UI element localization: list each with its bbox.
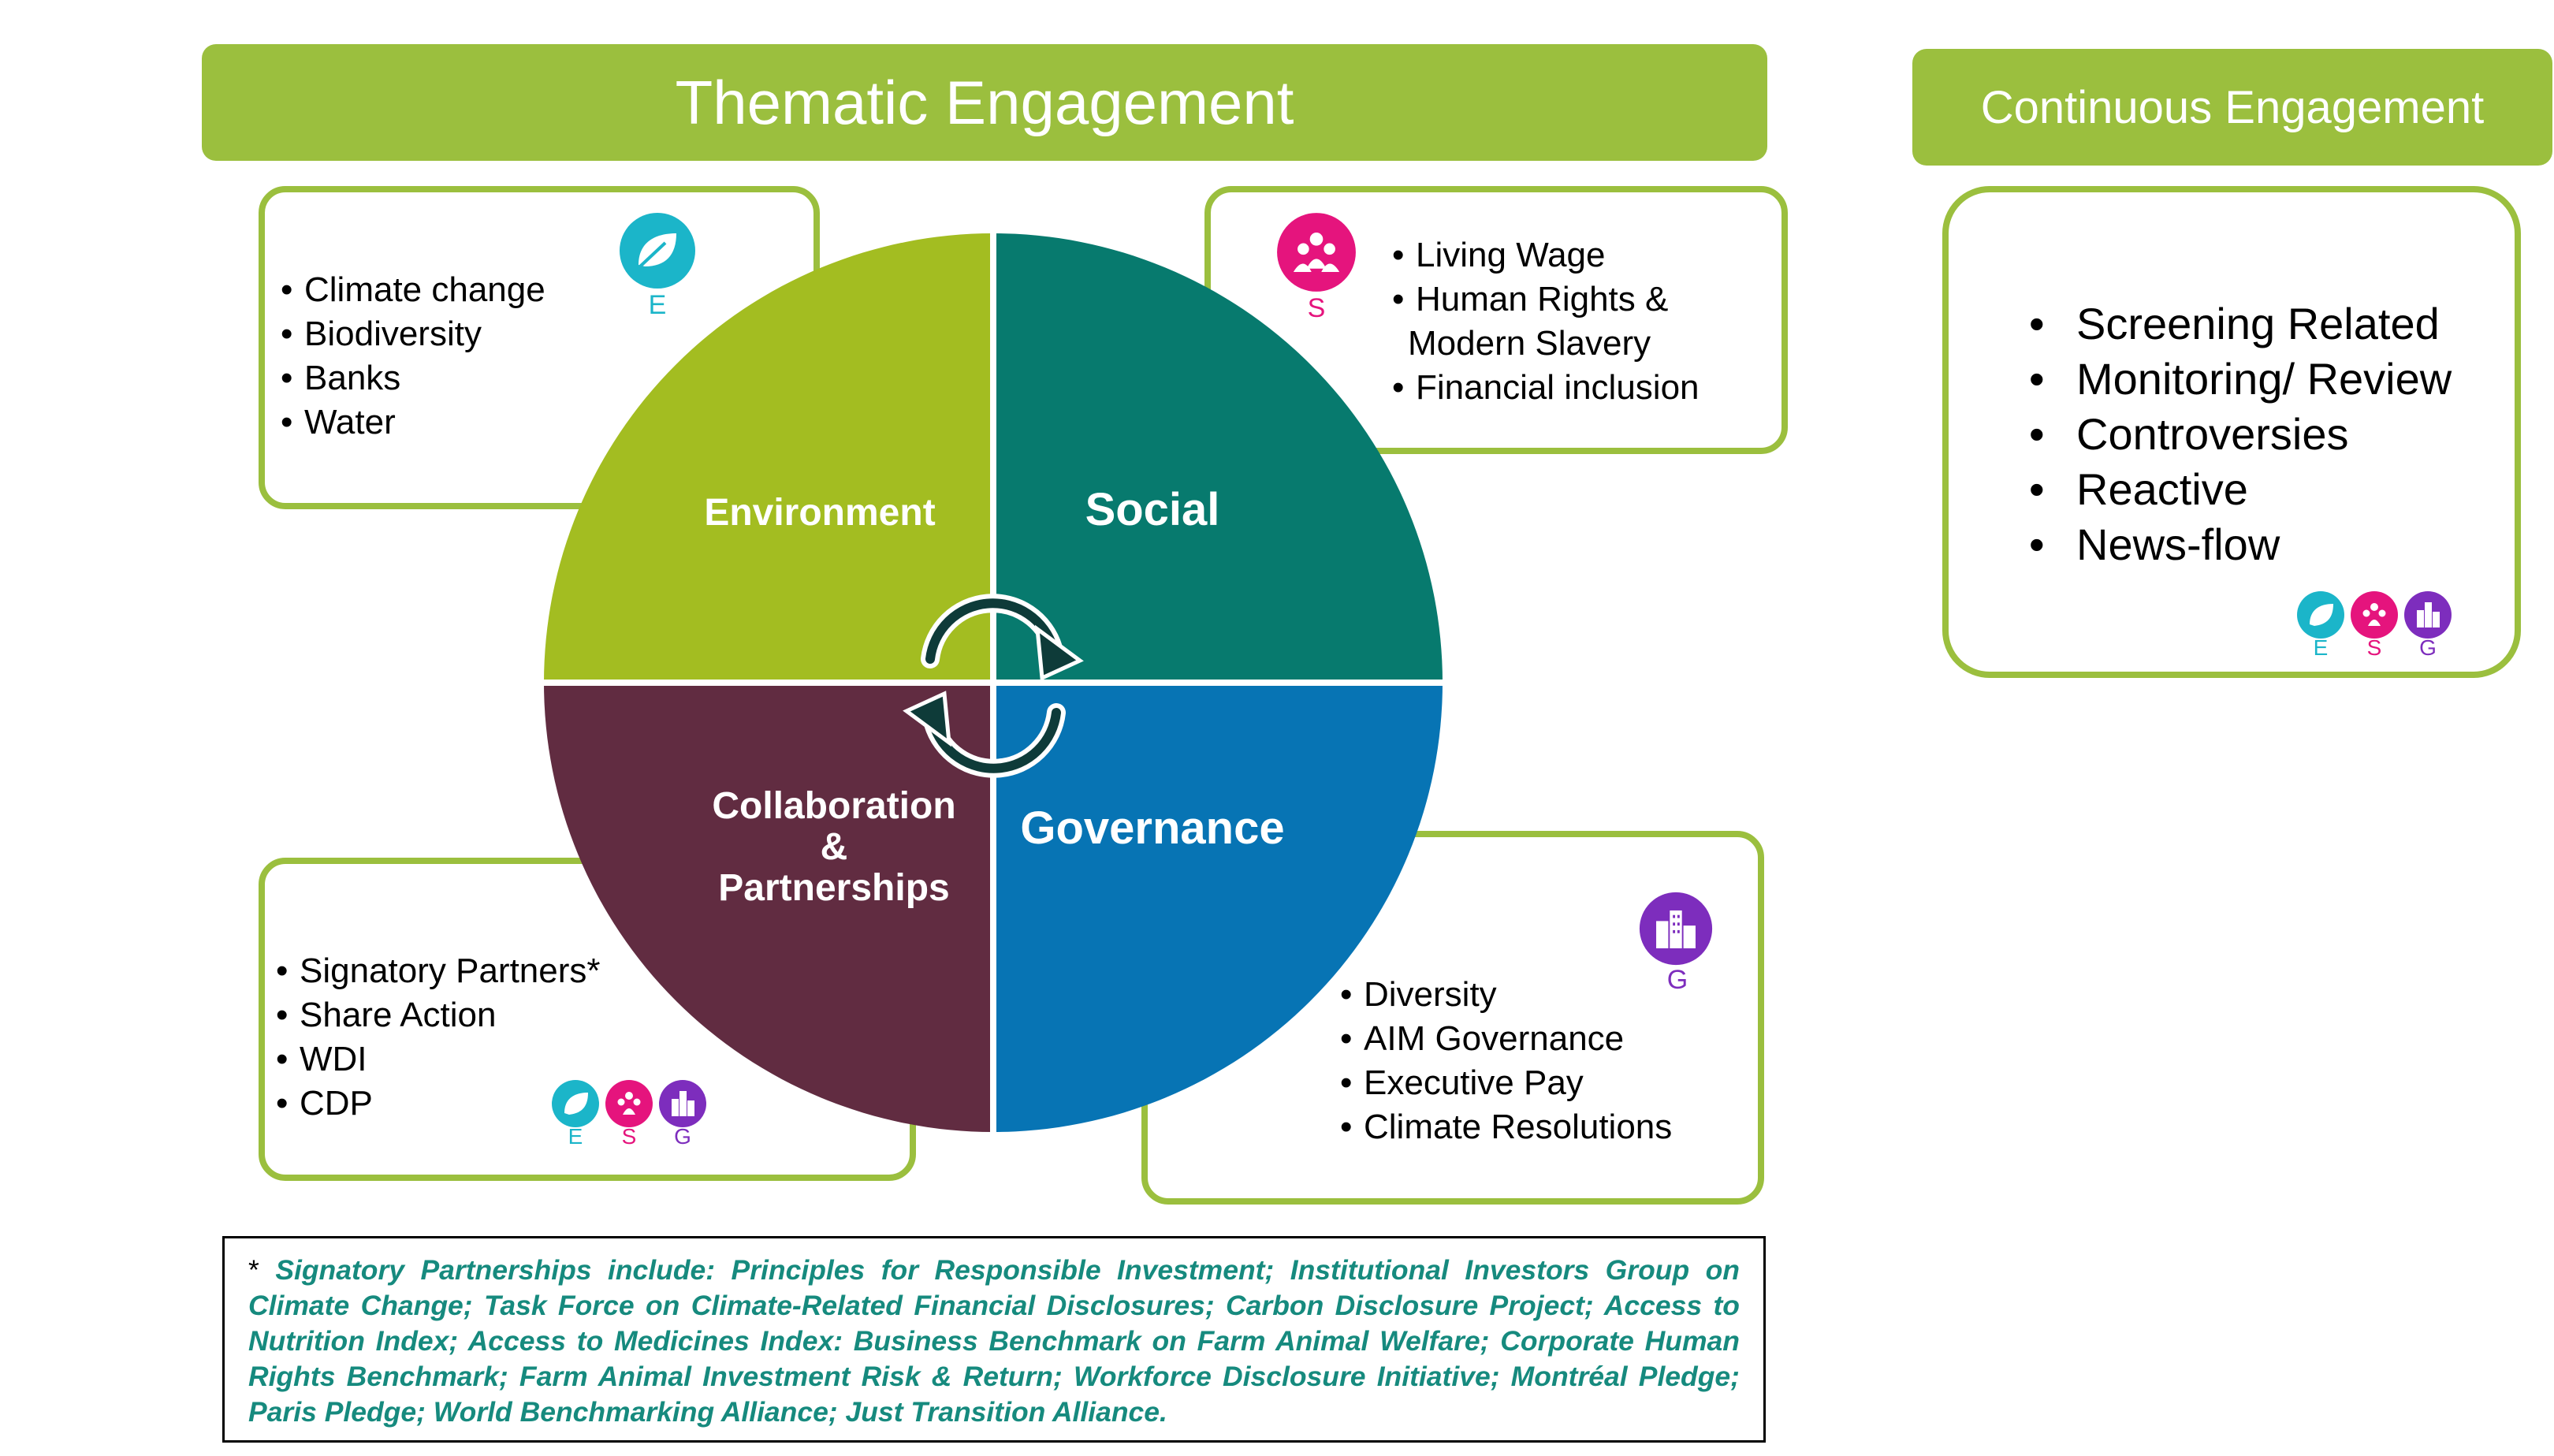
list-item: Share Action	[276, 993, 601, 1037]
collaboration-topics-list: Signatory Partners* Share Action WDI CDP	[276, 949, 601, 1126]
governance-letter: G	[1666, 965, 1688, 995]
environment-label: Environment	[704, 492, 935, 534]
social-letter: S	[1307, 293, 1326, 323]
building-icon	[2404, 591, 2452, 639]
list-item-continuation: Modern Slavery	[1408, 324, 1651, 363]
environment-topics-list: Climate change Biodiversity Banks Water	[281, 268, 545, 445]
signatory-partnerships-footnote: * Signatory Partnerships include: Princi…	[222, 1236, 1766, 1443]
list-item: Financial inclusion	[1392, 366, 1700, 410]
esg-icons-group	[552, 1080, 706, 1127]
building-icon	[659, 1080, 706, 1127]
social-quadrant	[993, 233, 1443, 683]
esg-icons-group	[2297, 591, 2452, 639]
people-icon	[605, 1080, 653, 1127]
list-item: Reactive	[2029, 462, 2452, 517]
list-item: Living Wage	[1392, 233, 1700, 277]
people-icon	[1277, 213, 1356, 292]
social-label: Social	[1085, 484, 1220, 535]
list-item: AIM Governance	[1340, 1017, 1672, 1061]
list-item: Screening Related	[2029, 296, 2452, 352]
leaf-icon	[552, 1080, 599, 1127]
collaboration-label-line3: Partnerships	[718, 867, 949, 909]
list-item: Human Rights &	[1392, 277, 1700, 322]
s-letter: S	[621, 1124, 637, 1149]
social-topics-list: Living Wage Human Rights & Modern Slaver…	[1392, 233, 1700, 410]
collaboration-quadrant	[544, 683, 993, 1132]
governance-label: Governance	[1020, 802, 1284, 854]
continuous-engagement-title: Continuous Engagement	[1980, 81, 2485, 133]
list-item: Monitoring/ Review	[2029, 352, 2452, 407]
list-item: Executive Pay	[1340, 1061, 1672, 1105]
list-item: Biodiversity	[281, 312, 545, 356]
list-item: Signatory Partners*	[276, 949, 601, 993]
governance-topics-list: Diversity AIM Governance Executive Pay C…	[1340, 973, 1672, 1149]
s-letter: S	[2366, 635, 2382, 660]
g-letter: G	[674, 1124, 691, 1149]
list-item: Climate change	[281, 268, 545, 312]
footnote-text: Signatory Partnerships include: Principl…	[248, 1254, 1740, 1428]
list-item: Controversies	[2029, 407, 2452, 462]
thematic-engagement-title: Thematic Engagement	[675, 67, 1294, 137]
list-item: News-flow	[2029, 517, 2452, 572]
continuous-engagement-banner: Continuous Engagement	[1912, 49, 2552, 166]
list-item: CDP	[276, 1082, 601, 1126]
g-letter: G	[2419, 635, 2437, 660]
list-item: WDI	[276, 1037, 601, 1082]
list-item: Water	[281, 400, 545, 445]
footnote-marker: *	[248, 1254, 259, 1286]
thematic-engagement-banner: Thematic Engagement	[202, 44, 1767, 161]
cycle-arrows-icon	[903, 594, 1084, 778]
e-letter: E	[568, 1124, 583, 1149]
building-icon	[1639, 892, 1713, 966]
collaboration-label-line1: Collaboration	[712, 785, 955, 827]
engagement-wheel: Environment Social Collaboration & Partn…	[536, 225, 1450, 1140]
list-item: Banks	[281, 356, 545, 400]
governance-quadrant	[993, 683, 1443, 1132]
people-icon	[2351, 591, 2398, 639]
leaf-icon	[2297, 591, 2344, 639]
collaboration-label-line2: &	[821, 826, 848, 868]
environment-quadrant	[544, 233, 993, 683]
e-letter: E	[2313, 635, 2329, 660]
leaf-icon	[620, 213, 695, 289]
list-item: Climate Resolutions	[1340, 1105, 1672, 1149]
continuous-topics-list: Screening Related Monitoring/ Review Con…	[2029, 296, 2452, 572]
list-item: Diversity	[1340, 973, 1672, 1017]
environment-letter: E	[648, 290, 667, 320]
